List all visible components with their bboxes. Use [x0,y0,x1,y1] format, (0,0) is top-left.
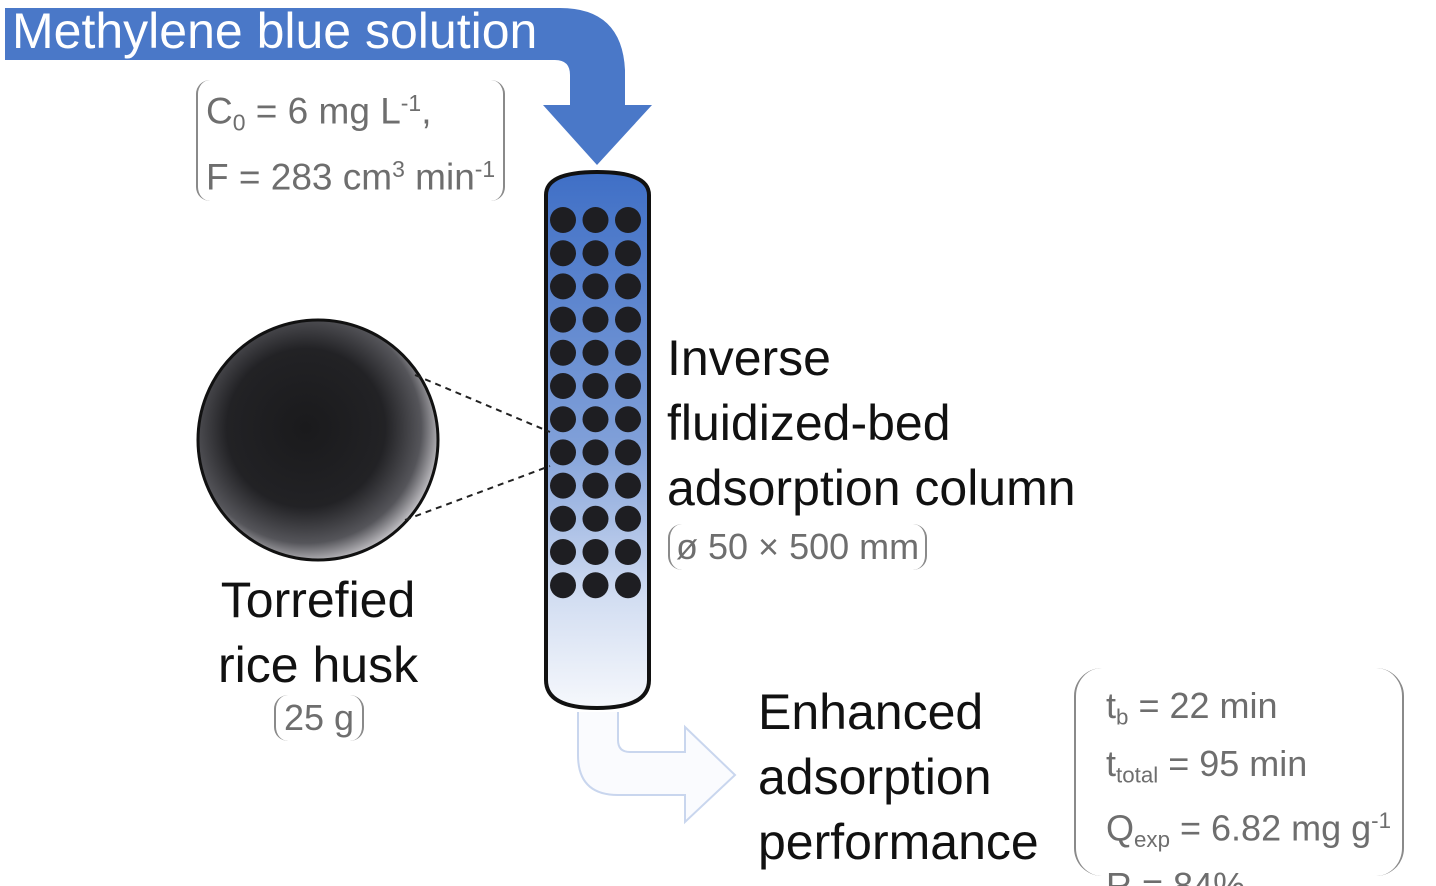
column-dimensions: ø 50 × 500 mm [668,524,928,570]
adsorbent-particle [582,472,609,499]
adsorbent-particle [615,306,641,333]
removal-value: R = 84% [1106,865,1246,886]
c0-tail: , [421,90,432,132]
adsorbent-particle [615,406,641,433]
adsorbent-particle [550,207,576,233]
adsorbent-label: Torrefied rice husk [218,568,418,698]
adsorbent-particle [550,539,576,565]
qexp-label: Q [1106,807,1135,849]
qexp-value: = 6.82 mg g [1170,807,1372,849]
adsorbent-particle [550,472,576,499]
adsorbent-particle [582,373,609,399]
c0-exp: -1 [400,90,422,116]
adsorbent-particle [550,339,576,366]
flow-unit: min [404,157,475,199]
column-label-line3: adsorption column [667,460,1076,516]
c0-value: = 6 mg L [245,90,401,132]
column-label: Inverse fluidized-bed adsorption column [667,326,1076,521]
adsorbent-label-line2: rice husk [218,637,419,693]
adsorbent-particle [582,273,609,300]
adsorbent-particle [615,373,641,399]
outcome-label-line3: performance [758,814,1039,870]
adsorbent-particle [582,339,609,366]
outlet-arrow [577,712,737,825]
adsorbent-particle [615,472,641,499]
adsorbent-particle [615,240,641,267]
flow-exp: 3 [392,156,405,183]
ttotal-label: t [1106,742,1117,784]
adsorbent-particle [582,207,609,233]
adsorbent-particle [615,439,641,466]
adsorbent-particle [615,505,641,532]
zoom-line-top [414,374,551,433]
adsorbent-particle [582,572,609,599]
column-label-line2: fluidized-bed [667,395,951,451]
adsorbent-particle [615,207,641,233]
ttotal-value: = 95 min [1158,742,1308,784]
rice-husk-photo [196,318,440,562]
adsorbent-particle [582,240,609,267]
qexp-exp: -1 [1371,808,1391,834]
inlet-conditions: C0 = 6 mg L-1, F = 283 cm3 min-1 [196,80,506,202]
adsorbent-particle [582,306,609,333]
ttotal-sub: total [1116,762,1159,788]
flow-label: F = 283 cm [206,157,393,199]
tb-label: t [1106,685,1117,726]
outcome-label-line1: Enhanced [758,684,984,740]
adsorbent-particle [615,273,641,300]
adsorbent-mass: 25 g [274,695,365,741]
adsorbent-particle [550,505,576,532]
adsorbent-particle [550,373,576,399]
adsorbent-label-line1: Torrefied [220,572,416,628]
inlet-arrow [5,8,652,165]
tb-sub: b [1116,704,1129,730]
adsorbent-particle [582,539,609,565]
performance-results: tb = 22 min ttotal = 95 min Qexp = 6.82 … [1074,668,1404,886]
adsorbent-particle [582,439,609,466]
adsorbent-particle [550,240,576,267]
outcome-label: Enhanced adsorption performance [758,680,1039,875]
adsorbent-particle [615,539,641,565]
adsorbent-particle [550,572,576,599]
adsorbent-particle [615,339,641,366]
inlet-title: Methylene blue solution [12,3,538,59]
c0-label: C [206,90,233,132]
particle-bed [550,207,641,599]
qexp-sub: exp [1134,827,1170,853]
adsorbent-particle [550,273,576,300]
adsorbent-particle [550,306,576,333]
column-label-line1: Inverse [667,330,831,386]
adsorbent-particle [582,406,609,433]
flow-unit-exp: -1 [474,156,496,183]
zoom-line-bottom [404,465,551,521]
adsorbent-particle [615,572,641,599]
adsorbent-particle [550,406,576,433]
adsorbent-particle [550,439,576,466]
outcome-label-line2: adsorption [758,749,992,805]
c0-sub: 0 [232,109,246,136]
adsorbent-particle [582,505,609,532]
tb-value: = 22 min [1128,685,1278,726]
